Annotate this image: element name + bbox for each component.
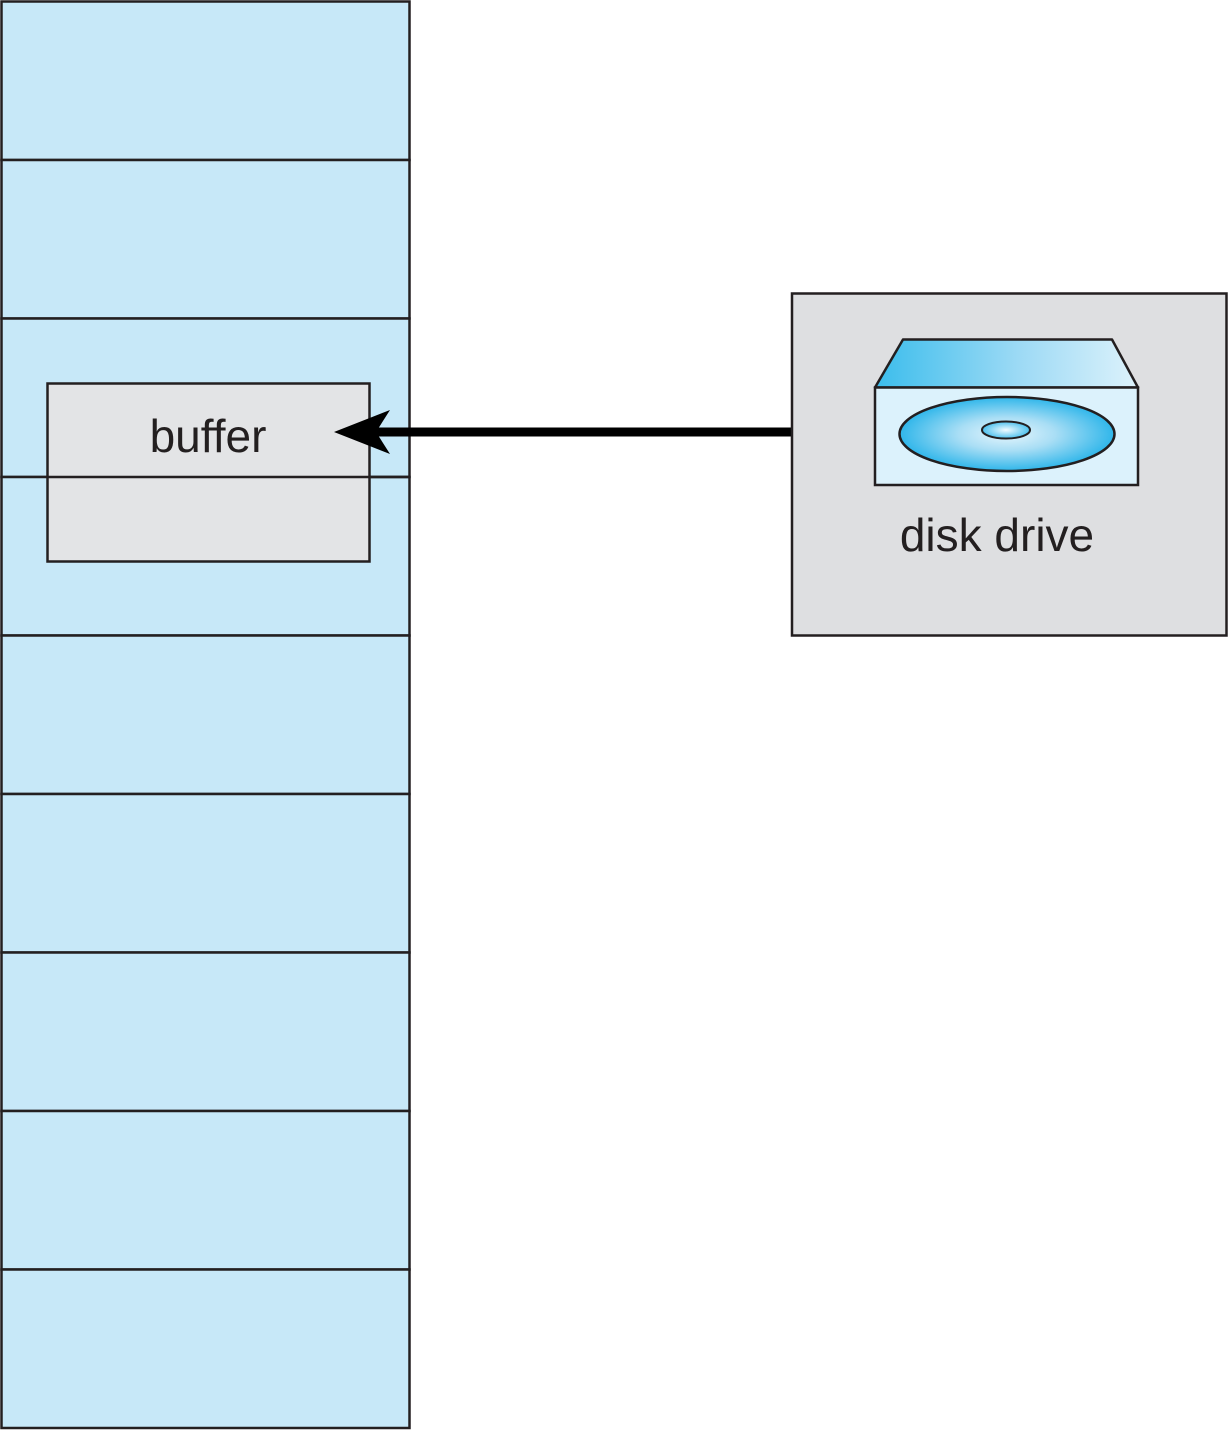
memory-block bbox=[0, 1109, 411, 1271]
disk-drive-label: disk drive bbox=[900, 509, 1094, 561]
memory-block bbox=[0, 951, 411, 1113]
disk-hub bbox=[981, 420, 1031, 440]
buffer-box bbox=[46, 382, 371, 563]
memory-block bbox=[0, 1268, 411, 1430]
memory-block bbox=[0, 0, 411, 162]
buffer-label: buffer bbox=[150, 410, 267, 462]
memory-block bbox=[0, 792, 411, 954]
memory-block bbox=[0, 634, 411, 796]
drive-top bbox=[873, 338, 1140, 389]
disk-drive-icon bbox=[873, 338, 1140, 487]
memory-block bbox=[0, 158, 411, 320]
buffer: buffer bbox=[46, 382, 410, 563]
disk-drive-panel: disk drive bbox=[790, 292, 1228, 637]
arrow-head bbox=[334, 410, 390, 454]
memory-column bbox=[0, 0, 411, 1430]
